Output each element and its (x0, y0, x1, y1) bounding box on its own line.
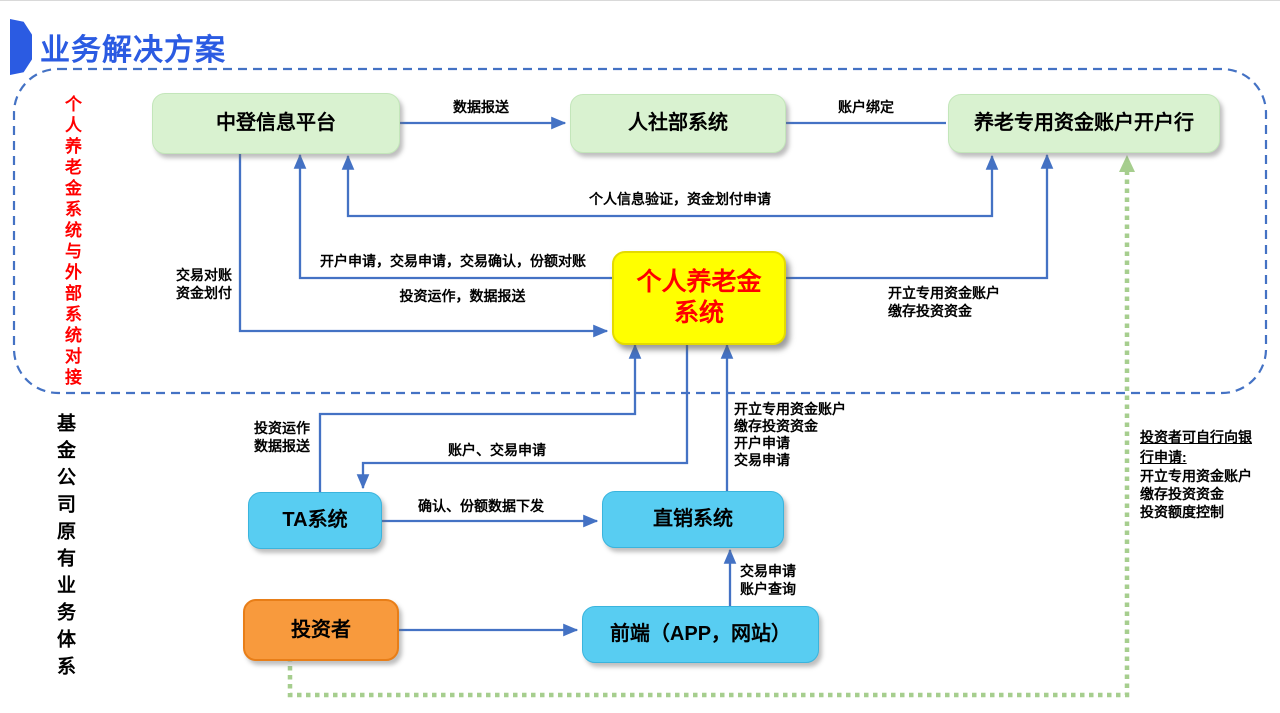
node-renshebu-system: 人社部系统 (570, 94, 786, 153)
arrow-info-verification (341, 154, 999, 218)
arrow-ta-invest-report (318, 343, 642, 492)
edge-label-direct-to-pension: 开立专用资金账户 缴存投资资金 开户申请 交易申请 (734, 401, 846, 468)
edge-label-open-fund-account: 开立专用资金账户 缴存投资资金 (888, 285, 1000, 319)
arrow-account-trade-apply (356, 341, 689, 490)
dashed-boundary (12, 67, 1268, 395)
node-zhongdeng-platform: 中登信息平台 (152, 93, 400, 154)
dotted-investor-to-bank-arrow (287, 155, 1135, 698)
node-direct-sales-system: 直销系统 (602, 491, 784, 548)
edge-label-invest-report: 投资运作，数据报送 (399, 288, 526, 304)
edge-label-info-verification: 个人信息验证，资金划付申请 (589, 191, 771, 207)
title-accent-icon (10, 19, 32, 75)
edge-label-account-binding: 账户绑定 (838, 99, 894, 115)
edge-label-trade-apply-query: 交易申请 账户查询 (740, 563, 796, 597)
page-title: 业务解决方案 (40, 34, 226, 67)
node-investor: 投资者 (243, 599, 399, 661)
node-ta-system: TA系统 (248, 492, 382, 549)
edge-label-open-trade-confirm: 开户申请，交易申请，交易确认，份额对账 (320, 253, 586, 269)
arrow-reconciliation (238, 152, 609, 338)
side-label-external-systems: 个人养老金系统与外部系统对接 (62, 95, 81, 389)
edge-label-confirm-share-send: 确认、份额数据下发 (418, 498, 544, 514)
annotation-heading: 投资者可自行向银行申请: (1140, 429, 1252, 465)
node-personal-pension-system: 个人养老金 系统 (612, 251, 786, 345)
edge-label-data-report: 数据报送 (453, 99, 509, 115)
node-pension-bank: 养老专用资金账户开户行 (948, 94, 1220, 153)
edge-label-ta-invest-report: 投资运作 数据报送 (254, 420, 310, 454)
node-frontend-app: 前端（APP，网站） (582, 606, 819, 663)
bank-self-apply-annotation: 投资者可自行向银行申请: 开立专用资金账户 缴存投资资金 投资额度控制 (1140, 427, 1262, 522)
arrow-open-trade-confirm (293, 153, 612, 280)
side-label-internal-systems: 基金公司原有业务体系 (54, 413, 75, 683)
edge-label-reconciliation: 交易对账 资金划付 (176, 267, 232, 301)
edge-label-account-trade-apply: 账户、交易申请 (448, 442, 546, 458)
arrow-open-fund-account (782, 153, 1054, 280)
annotation-body: 开立专用资金账户 缴存投资资金 投资额度控制 (1140, 468, 1252, 521)
